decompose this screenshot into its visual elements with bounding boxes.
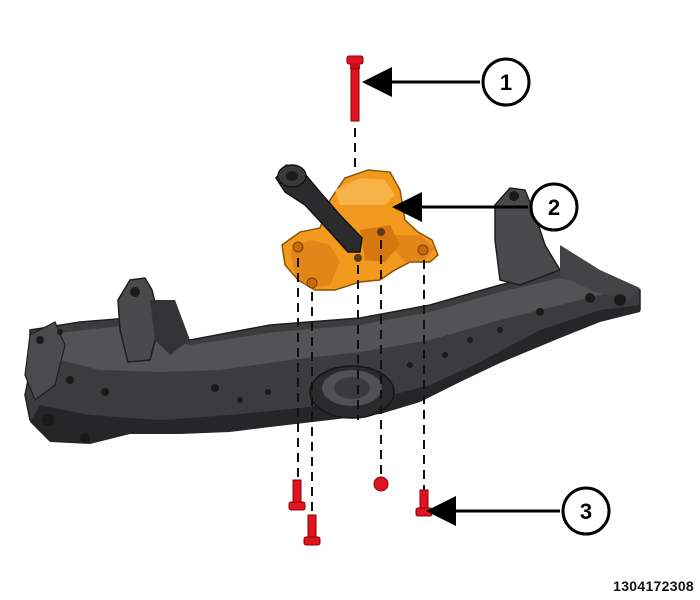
svg-text:2: 2 bbox=[548, 195, 560, 220]
bottom-nut bbox=[373, 476, 389, 492]
bottom-bolt bbox=[303, 514, 321, 546]
callout-1: 1 bbox=[481, 57, 531, 107]
bottom-bolt bbox=[415, 489, 433, 517]
svg-text:1: 1 bbox=[500, 70, 512, 95]
crossmember-frame bbox=[24, 187, 641, 444]
callout-3: 3 bbox=[561, 486, 611, 536]
assembly-lines bbox=[297, 128, 425, 515]
callout-2: 2 bbox=[529, 182, 579, 232]
bottom-bolt bbox=[288, 479, 306, 511]
torque-arm bbox=[275, 164, 363, 253]
figure-id-label: 1304172308 bbox=[613, 578, 694, 594]
svg-text:3: 3 bbox=[580, 499, 592, 524]
top-bolt bbox=[346, 55, 364, 122]
